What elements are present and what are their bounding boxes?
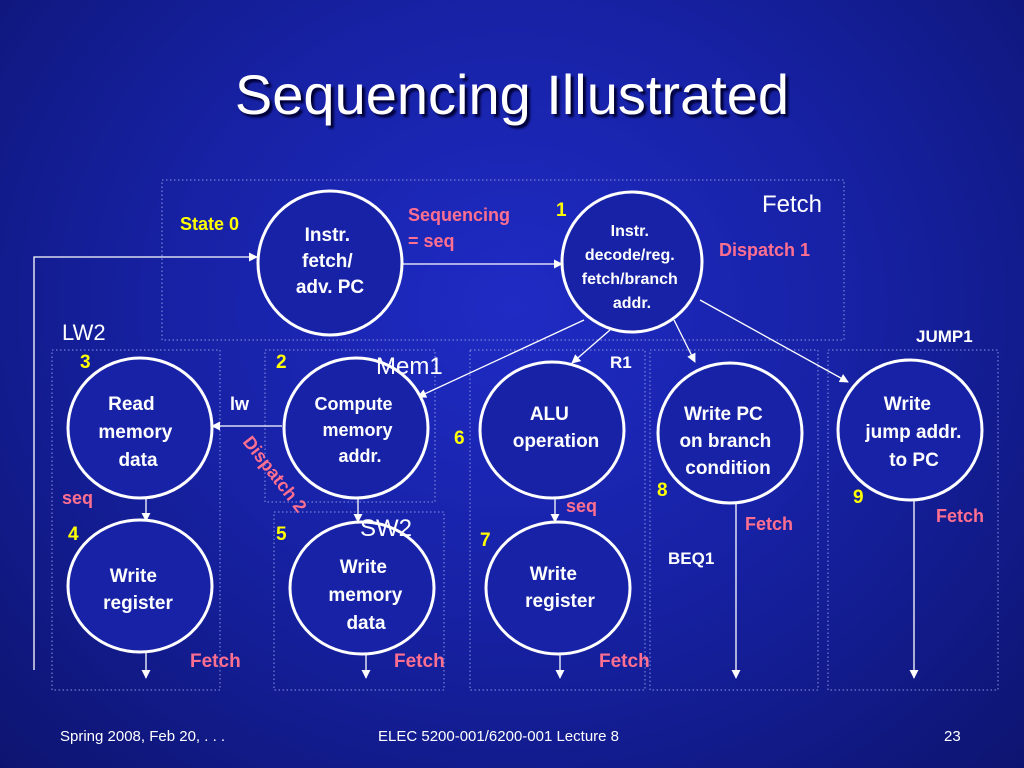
svg-text:Instr. fetch/: Instr. fetch/ adv. PC [296, 225, 365, 298]
region-label-mem1: Mem1 [376, 353, 443, 380]
state-number-9: 9 [853, 487, 864, 508]
state-4-node: Write register [66, 518, 214, 654]
region-label-lw2: LW2 [62, 320, 106, 345]
state-0-label: State 0 [180, 214, 239, 234]
state-number-2: 2 [276, 352, 287, 373]
footer-date: Spring 2008, Feb 20, . . . [60, 728, 226, 745]
state-2-node: Compute memory addr. [282, 356, 430, 500]
state-6-node: ALU operation [478, 360, 626, 500]
region-r [469, 349, 646, 691]
state-number-1: 1 [556, 200, 567, 221]
state-9-node: Write jump addr. to PC [836, 358, 984, 502]
svg-text:Write memory d: Write memory data [328, 557, 407, 634]
arrow-1-2 [417, 319, 585, 398]
region-label-jump1: JUMP1 [916, 327, 973, 346]
region-sw [273, 511, 445, 691]
footer-course: ELEC 5200-001/6200-001 Lecture 8 [378, 728, 620, 745]
dispatch-1-label: Dispatch 1 [719, 240, 810, 260]
region-label-fetch: Fetch [762, 191, 822, 218]
region-lw [51, 349, 221, 691]
svg-text:ALU operation: ALU operation [513, 404, 600, 452]
slide-title: Sequencing Illustrated [234, 63, 790, 126]
svg-text:Compute memory: Compute memory addr. [314, 394, 397, 466]
state-1-node: Instr. decode/reg. fetch/branch addr. [560, 190, 704, 334]
state-number-8: 8 [657, 480, 668, 501]
svg-text:Write jump addr.: Write jump addr. to PC [864, 394, 966, 471]
seq-label-b: seq [566, 496, 597, 516]
svg-text:Instr. decode/reg.: Instr. decode/reg. fetch/branch addr. [582, 223, 682, 312]
arrow-1-8 [673, 319, 696, 363]
fetch-label-b: Fetch [394, 651, 445, 672]
svg-text:Write PC on branch: Write PC on branch condition [679, 404, 776, 479]
state-7-node: Write register [484, 520, 632, 656]
region-jump [827, 349, 999, 691]
footer-page-number: 23 [944, 728, 961, 745]
region-beq [649, 349, 819, 691]
state-8-node: Write PC on branch condition [656, 361, 804, 505]
fetch-label-c: Fetch [599, 651, 650, 672]
svg-text:Write register: Write register [103, 566, 173, 614]
sequencing-label: Sequencing = seq [408, 205, 515, 251]
svg-text:Write register: Write register [525, 564, 595, 612]
state-number-4: 4 [68, 524, 79, 545]
state-number-7: 7 [480, 530, 491, 551]
state-5-node: Write memory data [288, 520, 436, 656]
svg-text:Read memory da: Read memory data [98, 394, 177, 471]
seq-label-a: seq [62, 488, 93, 508]
state-number-3: 3 [80, 352, 91, 373]
fetch-label-a: Fetch [190, 651, 241, 672]
fetch-label-e: Fetch [936, 506, 984, 526]
region-label-r1: R1 [610, 353, 632, 372]
state-number-6: 6 [454, 428, 465, 449]
lw-label: lw [230, 394, 250, 414]
state-0-node: Instr. fetch/ adv. PC [256, 189, 404, 337]
region-label-beq1: BEQ1 [668, 549, 714, 568]
arrow-1-6 [571, 329, 611, 364]
fetch-label-d: Fetch [745, 514, 793, 534]
region-label-sw2: SW2 [360, 515, 412, 542]
state-3-node: Read memory data [66, 356, 214, 500]
state-number-5: 5 [276, 524, 287, 545]
arrow-1-9 [699, 299, 849, 383]
loop-line [33, 252, 258, 670]
region-fetch [161, 179, 845, 341]
